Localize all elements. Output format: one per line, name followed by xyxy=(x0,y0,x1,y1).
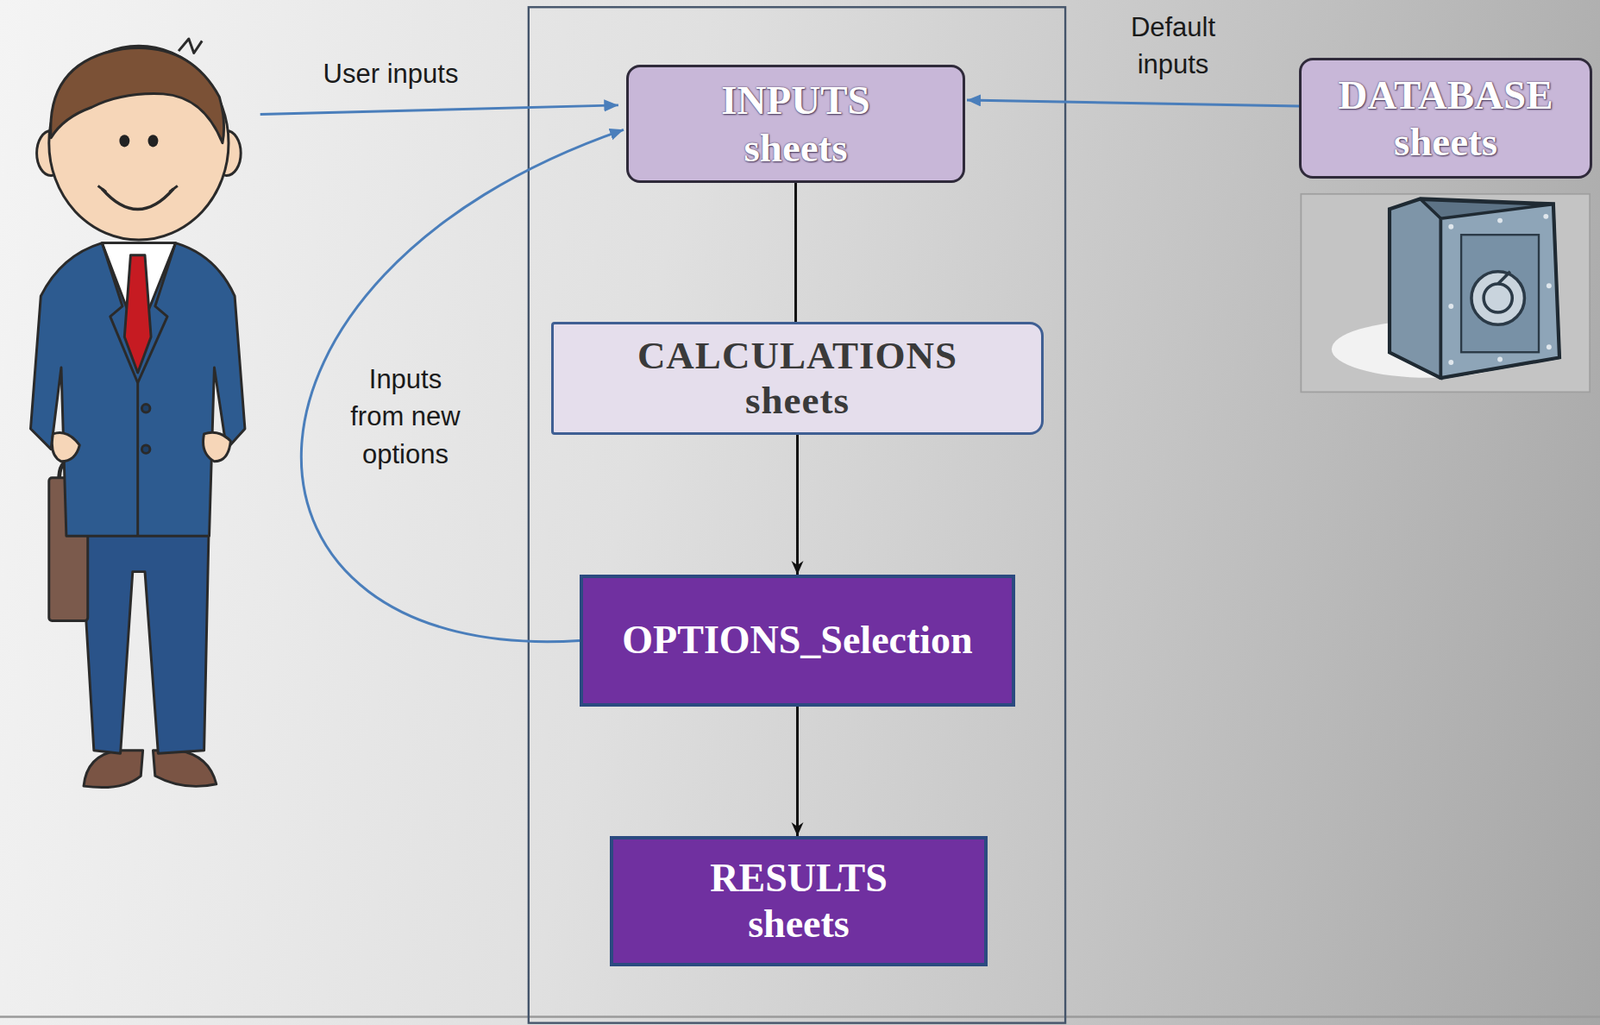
flow-arrow xyxy=(796,434,799,575)
edge-label: Default inputs xyxy=(1130,8,1216,84)
flow-label: User inputs xyxy=(323,55,459,93)
businessman-figure xyxy=(30,38,245,788)
user-arrow xyxy=(260,105,619,115)
box-text: CALCULATIONS sheets xyxy=(637,333,958,424)
flow-arrow xyxy=(796,706,799,836)
box-text: OPTIONS_Selection xyxy=(621,617,973,664)
bottom-rule xyxy=(0,1015,1600,1017)
options-box: OPTIONS_Selection xyxy=(579,574,1016,707)
box-text: DATABASE sheets xyxy=(1338,71,1554,165)
calculations-box: CALCULATIONS sheets xyxy=(551,321,1044,435)
database-box: DATABASE sheets xyxy=(1298,57,1593,179)
box-text: RESULTS sheets xyxy=(709,855,887,948)
safe-icon xyxy=(1300,194,1590,393)
edge-label: Inputs from new options xyxy=(345,360,466,473)
input-arrow xyxy=(966,100,1299,107)
model-frame xyxy=(528,6,1066,1023)
results-box: RESULTS sheets xyxy=(609,835,988,967)
flow-arrow xyxy=(794,182,797,322)
inputs-box: INPUTS sheets xyxy=(626,64,966,183)
box-text: INPUTS sheets xyxy=(721,76,870,170)
